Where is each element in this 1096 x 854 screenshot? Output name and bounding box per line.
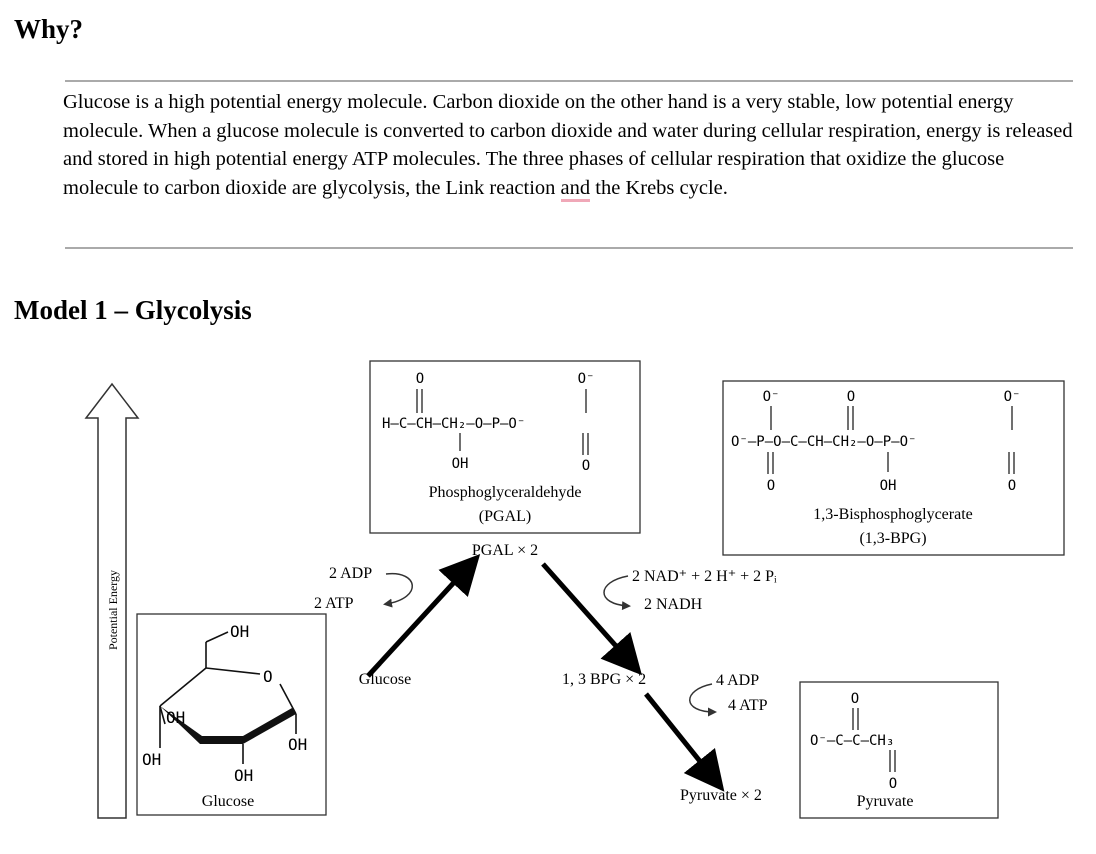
pgal-o-top-right: O⁻ (578, 371, 595, 387)
glucose-oh-ring-left: OH (166, 708, 185, 727)
pyruvate-formula: O⁻—C—C—CH₃ (810, 733, 894, 749)
bpg-structure-box: O⁻ O O⁻ O⁻—P—O—C—CH—CH₂—O—P—O⁻ O OH O 1,… (722, 380, 1065, 556)
pgal-o-top-left: O (416, 371, 424, 387)
pgal-to-bpg-arrow (541, 562, 642, 676)
glucose-structure-box: OH O OH OH OH OH Glucose (136, 613, 327, 816)
glucose-oh-left: OH (142, 750, 161, 769)
intro-text-end: the Krebs cycle. (590, 176, 728, 199)
atp4-label: 4 ATP (728, 697, 768, 714)
nad-label: 2 NAD⁺ + 2 H⁺ + 2 Pᵢ (632, 568, 777, 585)
pgal-structure-box: O O⁻ H—C—CH—CH₂—O—P—O⁻ OH O Phosphoglyce… (369, 360, 641, 534)
nadh-curve-arrow-icon (603, 575, 631, 611)
atp-label: 2 ATP (314, 595, 354, 612)
pgal-name: Phosphoglyceraldehyde (429, 484, 582, 501)
pgal-abbr: (PGAL) (479, 508, 531, 525)
glucose-ring-o: O (263, 667, 273, 686)
glucose-caption: Glucose (202, 793, 254, 810)
pyruvate-o-bottom: O (889, 776, 897, 792)
potential-energy-axis: Potential Energy (84, 382, 140, 819)
pgal-x2-label: PGAL × 2 (472, 542, 538, 559)
glucose-label: Glucose (359, 671, 411, 688)
glucose-ring-icon (159, 631, 297, 764)
curved-arrows (383, 572, 717, 717)
bpg-oh: OH (880, 478, 897, 494)
bpg-o-top-3: O⁻ (1004, 389, 1021, 405)
bpg-x2-label: 1, 3 BPG × 2 (562, 671, 646, 688)
intro-paragraph: Glucose is a high potential energy molec… (63, 88, 1075, 202)
atp-curve-arrow-icon (383, 572, 413, 608)
bpg-formula: O⁻—P—O—C—CH—CH₂—O—P—O⁻ (731, 434, 916, 450)
section-title-model: Model 1 – Glycolysis (14, 295, 252, 325)
intro-spellcheck-word: and (560, 176, 591, 202)
pgal-bonds (416, 389, 589, 455)
up-arrow-icon (84, 382, 140, 819)
pyruvate-o-top: O (851, 691, 859, 707)
axis-label: Potential Energy (106, 570, 120, 650)
glucose-oh-bottom: OH (234, 766, 253, 785)
bpg-name: 1,3-Bisphosphoglycerate (813, 506, 973, 523)
pyruvate-structure-box: O O⁻—C—C—CH₃ O Pyruvate (799, 681, 999, 819)
bpg-o-bottom-3: O (1008, 478, 1016, 494)
bpg-to-pyruvate-arrow (644, 692, 725, 792)
divider-top (65, 80, 1073, 82)
nadh-label: 2 NADH (644, 596, 703, 613)
section-title-why: Why? (14, 14, 84, 44)
adp4-label: 4 ADP (716, 672, 759, 689)
glucose-oh-right: OH (288, 735, 307, 754)
atp4-curve-arrow-icon (689, 683, 717, 717)
divider-bottom (65, 247, 1073, 249)
pyruvate-x2-label: Pyruvate × 2 (680, 787, 762, 804)
pyruvate-bonds (852, 708, 896, 772)
bpg-o-top-1: O⁻ (763, 389, 780, 405)
pgal-oh: OH (452, 456, 469, 472)
pgal-o-bottom: O (582, 458, 590, 474)
glucose-oh-top: OH (230, 622, 249, 641)
bpg-abbr: (1,3-BPG) (859, 530, 926, 547)
bpg-o-top-2: O (847, 389, 855, 405)
bpg-bonds (767, 406, 1015, 474)
pgal-formula: H—C—CH—CH₂—O—P—O⁻ (382, 416, 525, 432)
glucose-ring-bold-edge (160, 706, 296, 744)
pyruvate-caption: Pyruvate (857, 793, 914, 810)
bpg-o-bottom-1: O (767, 478, 775, 494)
adp-label: 2 ADP (329, 565, 372, 582)
intro-text-start: Glucose is a high potential energy molec… (63, 91, 1073, 199)
glucose-to-pgal-arrow (366, 553, 481, 678)
